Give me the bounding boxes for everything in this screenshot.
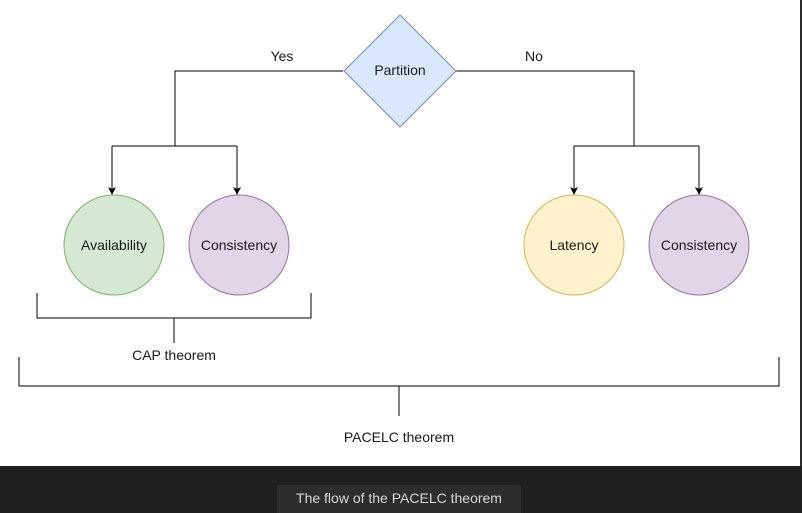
caption-bar: The flow of the PACELC theorem [0,466,802,513]
no-branch-connector [455,70,635,146]
consistency-left-label: Consistency [201,237,277,253]
availability-circle [63,194,165,296]
pacelc-flow-diagram: Partition Yes No Availability Consistenc… [18,14,780,445]
latency-label: Latency [549,237,598,253]
figure-caption: The flow of the PACELC theorem [277,485,521,513]
consistency-right-node: Consistency [648,194,750,296]
latency-circle [523,194,625,296]
availability-node: Availability [63,194,165,296]
consistency-right-circle [648,194,750,296]
cap-bracket [36,293,312,343]
consistency-left-node: Consistency [188,194,290,296]
partition-decision-node: Partition [343,14,457,128]
latency-node: Latency [523,194,625,296]
cap-theorem-group: CAP theorem [36,293,312,363]
no-branch-label: No [525,48,543,64]
pacelc-bracket [18,357,780,416]
consistency-left-circle [188,194,290,296]
yes-branch-connector [174,70,343,146]
partition-diamond [343,14,457,128]
cap-theorem-label: CAP theorem [132,347,216,363]
yes-branch-label: Yes [271,48,294,64]
consistency-right-label: Consistency [661,237,737,253]
pacelc-theorem-label: PACELC theorem [344,429,454,445]
pacelc-theorem-group: PACELC theorem [18,357,780,445]
diagram-canvas: Partition Yes No Availability Consistenc… [18,0,802,466]
partition-label: Partition [374,62,425,78]
availability-label: Availability [81,237,147,253]
